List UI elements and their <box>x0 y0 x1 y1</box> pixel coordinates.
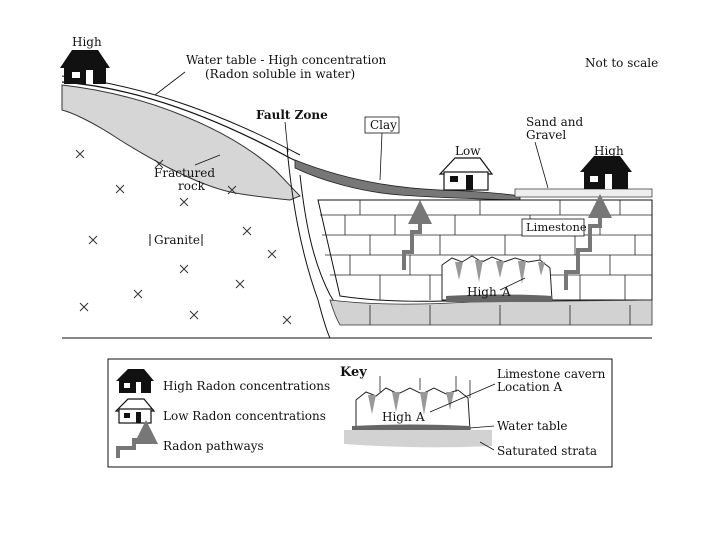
fault-line-2 <box>299 174 346 313</box>
key-title: Key <box>340 365 367 380</box>
key-panel: Key High Radon concentrations Low Radon … <box>107 358 613 468</box>
label-sand-gravel-1: Sand and <box>526 115 583 129</box>
label-high-top-left: High <box>72 35 102 49</box>
house-high-right <box>580 156 632 189</box>
key-low-radon-label: Low Radon concentrations <box>163 409 326 423</box>
label-low: Low <box>455 144 481 158</box>
label-cavern-high: High <box>467 285 497 299</box>
house-high-top-left <box>60 50 110 84</box>
label-cavern-a: A <box>501 285 511 299</box>
label-limestone: Limestone <box>526 220 587 234</box>
label-fault-zone: Fault Zone <box>256 108 328 122</box>
key-cavern-high: High <box>382 410 412 424</box>
label-fractured-rock-2: rock <box>178 179 206 193</box>
radon-pathway-arrow-2 <box>564 194 612 290</box>
house-low <box>438 157 494 191</box>
label-sand-gravel-2: Gravel <box>526 128 566 142</box>
label-clay: Clay <box>370 118 397 132</box>
label-water-table-2: (Radon soluble in water) <box>205 67 355 81</box>
fault-line-1 <box>286 147 331 339</box>
label-fractured-rock-1: Fractured <box>154 166 215 180</box>
granite-x-marks <box>75 149 292 325</box>
label-not-to-scale: Not to scale <box>585 56 658 70</box>
key-low-radon-icon <box>114 398 156 424</box>
label-high-right: High <box>594 144 624 158</box>
cross-section: High Water table - High concentration (R… <box>60 35 658 339</box>
radon-pathways <box>402 194 612 290</box>
label-water-table-1: Water table - High concentration <box>186 53 387 67</box>
limestone-label-box <box>521 218 585 237</box>
label-granite: Granite <box>154 233 200 247</box>
key-cavern-diagram <box>344 376 496 451</box>
key-cavern-label-2: Location A <box>497 380 562 394</box>
leader-lines <box>154 71 549 291</box>
cavern-water-table <box>446 294 552 302</box>
key-cavern-a: A <box>415 410 425 424</box>
key-high-radon-icon <box>116 369 154 393</box>
key-cavern-label-1: Limestone cavern <box>497 367 606 381</box>
saturated-strata <box>329 299 653 326</box>
cavern-stalactites <box>455 260 545 284</box>
fractured-rock-band <box>61 84 301 201</box>
key-radon-pathway-icon <box>116 420 158 458</box>
radon-pathway-arrow-1 <box>402 200 432 270</box>
sand-gravel-layer <box>514 188 653 198</box>
key-high-radon-label: High Radon concentrations <box>163 379 330 393</box>
key-water-table-label: Water table <box>497 419 568 433</box>
key-radon-pathways-label: Radon pathways <box>163 439 264 453</box>
key-saturated-strata-label: Saturated strata <box>497 444 597 458</box>
